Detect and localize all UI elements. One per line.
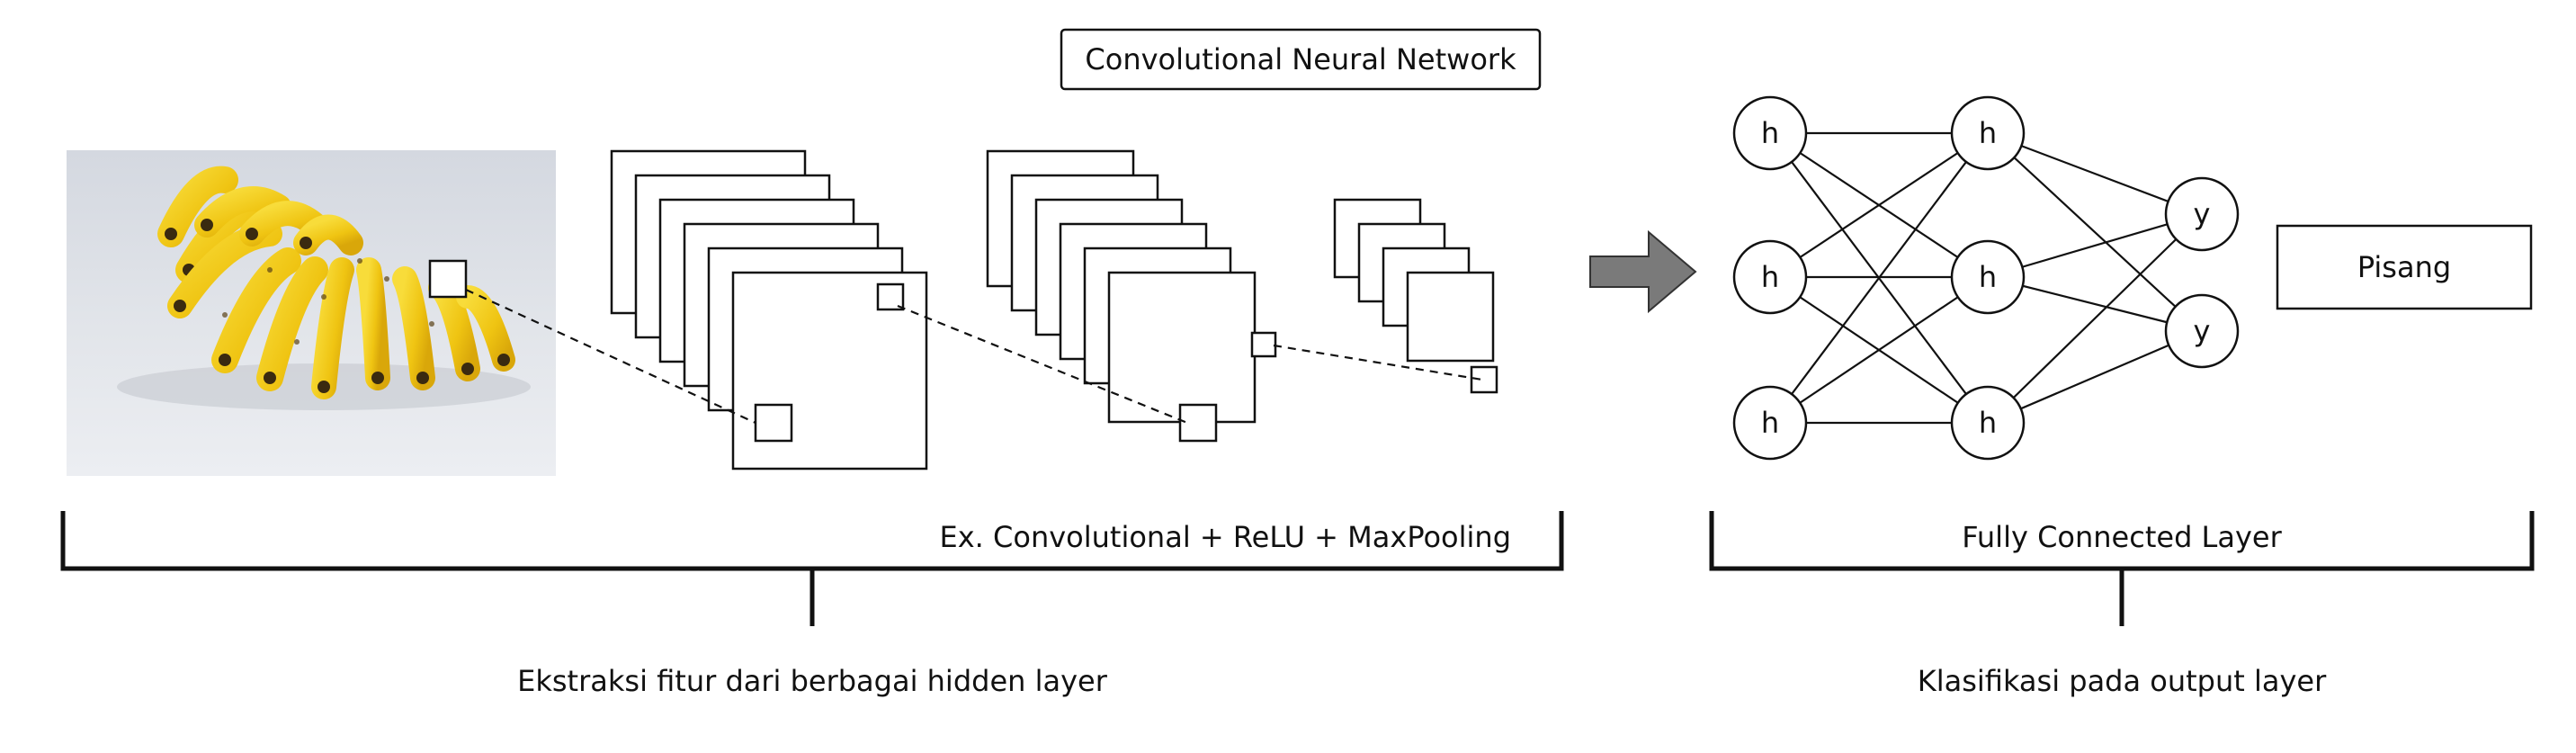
banana-bunch <box>157 166 515 399</box>
hidden-node-label: h <box>1979 406 1997 440</box>
feature-extraction-bracket <box>60 511 1564 626</box>
hidden-node-circle <box>1732 385 1808 461</box>
banana-spot <box>321 294 326 300</box>
banana <box>456 285 515 372</box>
banana <box>311 257 354 399</box>
classification-bracket <box>1709 511 2535 626</box>
receptive-field-lines <box>465 289 1483 425</box>
hidden-node-label: h <box>1979 260 1997 294</box>
edge <box>1769 132 1989 424</box>
banana <box>157 166 238 247</box>
edge <box>1987 329 2203 425</box>
banana-tip <box>300 237 312 249</box>
edge <box>1769 132 1989 278</box>
hidden-node: h <box>1732 385 1808 461</box>
banana-spot <box>384 276 389 282</box>
banana-tip <box>264 372 276 384</box>
feature-extraction-bracket-label: Ex. Convolutional + ReLU + MaxPooling <box>940 520 1511 554</box>
hidden-node-label: h <box>1979 116 1997 150</box>
network-edges <box>1769 131 2203 425</box>
hidden-node: h <box>1732 95 1808 171</box>
edge <box>1987 212 2203 279</box>
hidden-node: h <box>1950 95 2026 171</box>
output-box <box>2276 224 2533 310</box>
output-node-circle <box>2164 176 2240 252</box>
diagram-title: Convolutional Neural Network <box>1085 42 1516 76</box>
kernel-patch <box>754 403 793 443</box>
kernel-patch <box>1250 331 1277 358</box>
image-patch <box>428 259 468 299</box>
edge <box>1987 131 2203 216</box>
banana-tip <box>497 354 510 366</box>
banana <box>194 186 291 238</box>
output-node-label: y <box>2194 314 2211 348</box>
classification-bracket-label: Fully Connected Layer <box>1962 520 2282 554</box>
classification-caption: Klasifikasi pada output layer <box>1918 664 2327 698</box>
hidden-node: h <box>1950 239 2026 315</box>
hidden-node-circle <box>1732 239 1808 315</box>
feature-extraction-caption: Ekstraksi fitur dari berbagai hidden lay… <box>517 664 1108 698</box>
hidden-node: h <box>1732 239 1808 315</box>
banana <box>256 256 328 391</box>
edge <box>1769 276 1989 424</box>
banana-tip <box>201 219 213 231</box>
banana-tip <box>174 300 186 312</box>
kernel-patch <box>1470 365 1498 394</box>
hidden-node: h <box>1950 385 2026 461</box>
title-box <box>1060 28 1542 91</box>
kernel-patch <box>1178 403 1218 443</box>
output-node-label: y <box>2194 197 2211 231</box>
output-node-circle <box>2164 293 2240 369</box>
hidden-node-label: h <box>1761 116 1779 150</box>
banana-spot <box>222 312 228 318</box>
banana-spot <box>357 258 362 264</box>
input-photo <box>67 150 556 476</box>
hidden-node-circle <box>1732 95 1808 171</box>
banana-tip <box>318 381 330 393</box>
hidden-node-circle <box>1950 385 2026 461</box>
banana-spot <box>429 321 434 327</box>
banana <box>293 214 363 255</box>
kernel-patch <box>876 282 905 311</box>
edge <box>1987 132 2203 332</box>
banana <box>211 247 301 373</box>
banana <box>356 257 390 390</box>
banana-spot <box>267 267 273 273</box>
hidden-node-label: h <box>1761 406 1779 440</box>
banana-tip <box>246 228 258 240</box>
hidden-node-circle <box>1950 95 2026 171</box>
banana <box>239 201 327 247</box>
flow-arrow <box>1589 229 1697 314</box>
hidden-node-circle <box>1950 239 2026 315</box>
banana-spot <box>294 339 300 345</box>
hidden-node-label: h <box>1761 260 1779 294</box>
banana-tip <box>371 372 384 384</box>
banana-tip <box>461 363 474 375</box>
feature-map-stacks <box>610 149 1498 471</box>
output-node: y <box>2164 293 2240 369</box>
fully-connected-network: h h h h h h y y <box>1732 95 2240 461</box>
banana-tip <box>219 354 231 366</box>
output-node: y <box>2164 176 2240 252</box>
banana-tip <box>165 228 177 240</box>
banana-tip <box>416 372 429 384</box>
edge <box>1987 213 2203 424</box>
output-label: Pisang <box>2357 250 2451 284</box>
banana <box>392 266 435 390</box>
feature-map <box>1406 271 1495 363</box>
